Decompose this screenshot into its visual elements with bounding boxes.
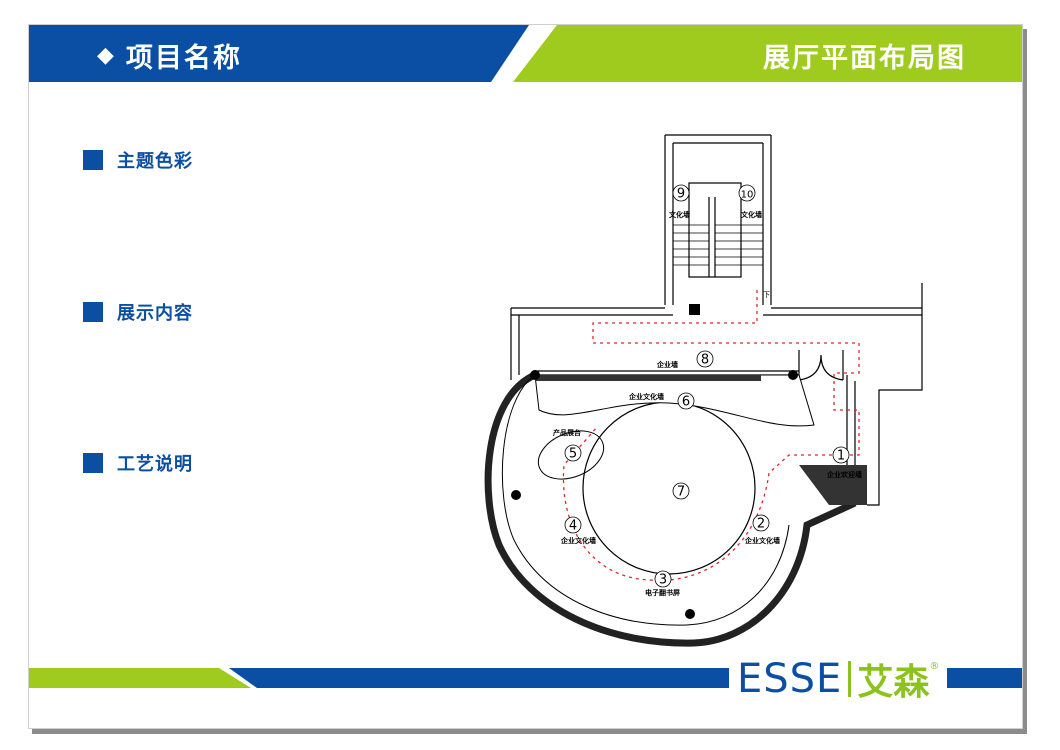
slide: ◆ 项目名称 展厅平面布局图 主题色彩 展示内容 工艺说明 [28,24,1023,729]
header-bar [29,25,1022,82]
zone-4-label: 企业文化墙 [560,536,596,545]
outer-curved-wall [484,371,857,647]
square-bullet-icon [83,453,103,473]
zone-8-label: 企业墙 [656,360,678,369]
zone-3-number: 3 [659,573,667,588]
columns [511,304,798,619]
zone-6-marker [677,392,695,410]
section-display-content: 展示内容 [83,299,193,325]
diamond-icon: ◆ [97,43,116,68]
wall-6-band [534,374,815,427]
section-craft-notes: 工艺说明 [83,450,193,476]
zone-9-label: 文化墙 [669,210,690,219]
zone-7-marker [672,482,690,500]
brand-logo: ESSE 艾森 ® [729,655,948,703]
zone-4-marker [564,516,582,534]
wall-8-hatch [535,375,761,381]
welcome-wall-hatch [799,465,867,505]
brand-cn: 艾森 [857,662,930,703]
zone-10-label: 文化墙 [741,210,762,219]
zone-5-label: 产品展台 [553,428,581,437]
section-label: 工艺说明 [117,454,193,475]
zone-2-label: 企业文化墙 [744,536,780,545]
zone-7-number: 7 [677,485,685,500]
registered-mark: ® [929,661,940,672]
zone-9-number: 9 [677,187,685,202]
stair-treads [673,224,763,266]
zone-10-marker [738,184,756,202]
stair-down-note: 下 [763,291,770,299]
zone-2-marker [752,514,770,532]
section-theme-colors: 主题色彩 [83,147,193,173]
section-label: 主题色彩 [117,151,193,172]
project-title: ◆ 项目名称 [97,36,242,75]
visitor-path [562,290,860,582]
zone-10-number: 10 [741,190,754,201]
zone-5-number: 5 [569,447,577,462]
zone-3-label: 电子翻书屏 [645,588,680,597]
section-label: 展示内容 [117,303,193,324]
zone-9-marker [672,184,690,202]
project-title-text: 项目名称 [125,43,242,74]
zone-8-number: 8 [701,353,709,368]
zone-4-number: 4 [569,519,577,534]
zone-2-number: 2 [757,517,765,532]
square-bullet-icon [83,302,103,322]
zone-1-marker [832,446,850,464]
brand-en: ESSE [737,656,843,702]
zone-1-number: 1 [837,449,845,464]
zone-8-marker [696,350,714,368]
zone-6-label: 企业文化墙 [628,392,664,401]
product-stand [537,430,605,480]
zone-1-label: 企业欢迎墙 [826,470,862,479]
zone-5-marker [564,444,582,462]
square-bullet-icon [83,150,103,170]
walls [510,134,923,575]
page-title: 展厅平面布局图 [763,43,966,74]
zone-3-marker [654,570,672,588]
zone-6-number: 6 [682,395,690,410]
brand-separator [848,661,852,697]
inner-curved-wall [501,374,790,626]
